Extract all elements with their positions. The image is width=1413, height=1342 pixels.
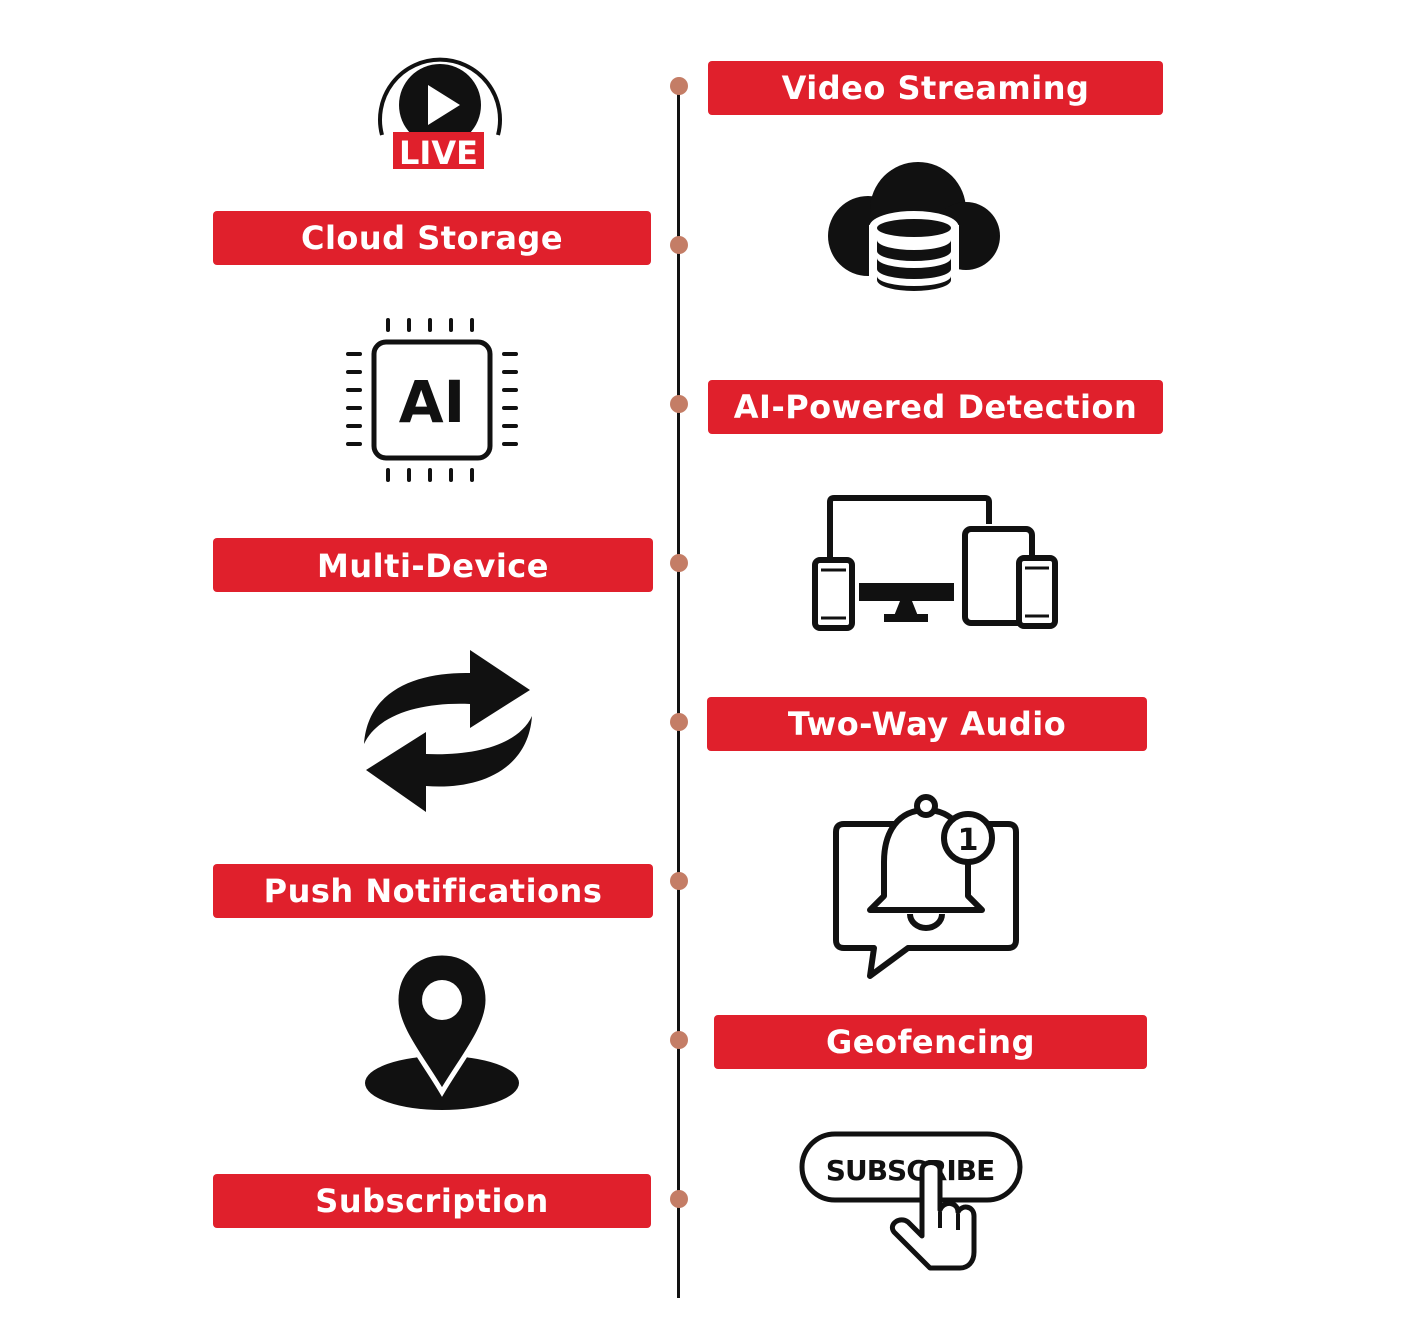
timeline-dot-geofencing	[670, 1031, 688, 1049]
timeline-line	[677, 80, 680, 1298]
subscribe-button-icon: SUBSCRIBE	[799, 1131, 1023, 1271]
timeline-dot-multi-device	[670, 554, 688, 572]
feature-label-video-streaming: Video Streaming	[708, 61, 1163, 115]
notification-bell-icon: 1	[833, 794, 1019, 979]
timeline-dot-video-streaming	[670, 77, 688, 95]
cloud-database-icon	[828, 162, 1000, 295]
live-badge-text: LIVE	[399, 134, 478, 172]
notification-badge-count: 1	[958, 823, 979, 858]
timeline-dot-two-way-audio	[670, 713, 688, 731]
feature-label-ai-detection: AI-Powered Detection	[708, 380, 1163, 434]
subscribe-button-text: SUBSCRIBE	[826, 1154, 994, 1187]
multi-device-icon	[812, 495, 1058, 631]
feature-label-multi-device: Multi-Device	[213, 538, 653, 592]
ai-chip-icon: AI	[346, 318, 518, 482]
timeline-dot-push-notifications	[670, 872, 688, 890]
location-pin-icon	[365, 950, 519, 1110]
timeline-dot-ai-detection	[670, 395, 688, 413]
feature-label-push-notifications: Push Notifications	[213, 864, 653, 918]
timeline-dot-subscription	[670, 1190, 688, 1208]
ai-chip-text: AI	[399, 368, 465, 436]
live-stream-icon: LIVE	[378, 57, 502, 172]
feature-label-geofencing: Geofencing	[714, 1015, 1147, 1069]
timeline-dot-cloud-storage	[670, 236, 688, 254]
two-way-arrows-icon	[364, 650, 532, 812]
feature-label-subscription: Subscription	[213, 1174, 651, 1228]
feature-label-two-way-audio: Two-Way Audio	[707, 697, 1147, 751]
feature-label-cloud-storage: Cloud Storage	[213, 211, 651, 265]
